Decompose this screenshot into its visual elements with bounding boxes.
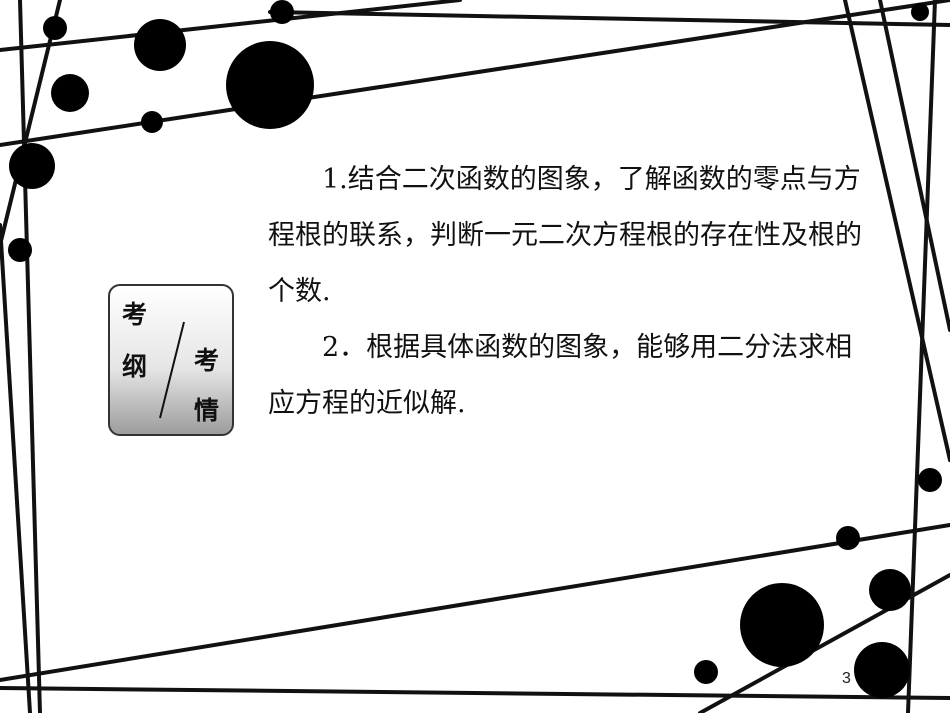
- deco-circle: [141, 111, 163, 133]
- badge-char-kao-2: 考: [194, 346, 220, 375]
- deco-line: [878, 0, 950, 332]
- deco-circle: [9, 143, 55, 189]
- syllabus-item-2: 2．根据具体函数的图象，能够用二分法求相应方程的近似解.: [268, 332, 853, 419]
- deco-line: [906, 0, 937, 713]
- deco-circle: [911, 3, 929, 21]
- deco-circle: [740, 583, 824, 667]
- deco-circle: [854, 642, 910, 698]
- deco-circle: [694, 660, 718, 684]
- deco-line: [0, 686, 950, 700]
- deco-line: [268, 10, 950, 27]
- syllabus-content: 1.结合二次函数的图象，了解函数的零点与方程根的联系，判断一元二次方程根的存在性…: [268, 152, 868, 432]
- badge-char-gang: 纲: [122, 352, 148, 381]
- deco-circle: [918, 468, 942, 492]
- deco-line: [0, 223, 32, 713]
- exam-outline-badge: 考 纲 考 情: [108, 284, 234, 436]
- deco-circle: [8, 238, 32, 262]
- deco-line: [0, 0, 62, 247]
- deco-line: [0, 523, 950, 682]
- deco-circle: [836, 526, 860, 550]
- deco-circle: [270, 0, 294, 24]
- deco-circle: [226, 41, 314, 129]
- deco-circle: [869, 569, 911, 611]
- syllabus-item-1: 1.结合二次函数的图象，了解函数的零点与方程根的联系，判断一元二次方程根的存在性…: [268, 164, 862, 307]
- deco-circle: [134, 19, 186, 71]
- deco-line: [0, 0, 462, 52]
- deco-line: [843, 0, 950, 462]
- badge-char-qing: 情: [194, 396, 220, 425]
- page-number: 3: [842, 670, 851, 687]
- deco-circle: [51, 74, 89, 112]
- badge-char-kao: 考: [122, 300, 148, 329]
- deco-line: [18, 0, 42, 713]
- badge-divider-slash: [159, 321, 185, 419]
- deco-circle: [43, 16, 67, 40]
